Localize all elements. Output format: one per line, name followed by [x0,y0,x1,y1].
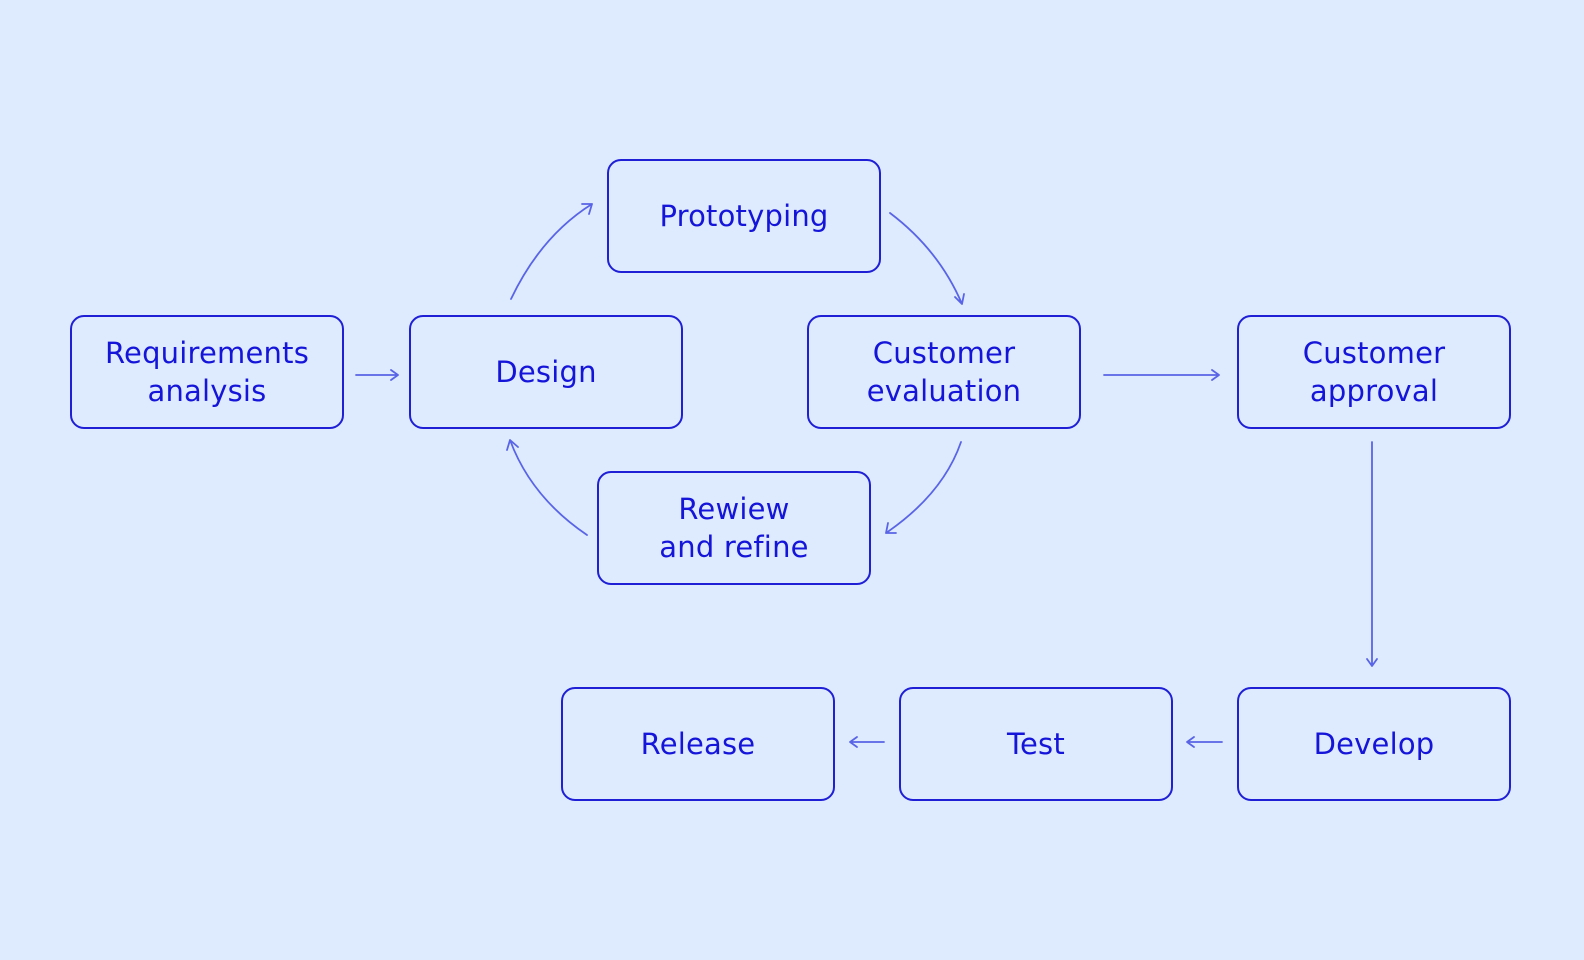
node-label: Customer approval [1302,336,1446,408]
arrow-review-to-design [506,439,588,536]
node-label: Develop [1313,727,1435,761]
node-label: Release [640,727,756,761]
arrow-test-to-release [849,736,885,748]
node-label: Customer evaluation [866,336,1022,408]
node-requirements-analysis: Requirements analysis [70,315,344,429]
node-label: Requirements analysis [104,336,309,408]
node-review-and-refine: Rewiew and refine [597,471,871,585]
arrow-approval-to-develop [1366,441,1378,667]
node-label: Design [495,355,597,389]
node-release: Release [561,687,835,801]
node-label: Prototyping [659,199,829,233]
node-label: Rewiew and refine [659,492,809,564]
arrow-develop-to-test [1186,736,1223,748]
node-design: Design [409,315,683,429]
node-customer-approval: Customer approval [1237,315,1511,429]
node-test: Test [899,687,1173,801]
node-prototyping: Prototyping [607,159,881,273]
arrow-design-to-prototyping [510,203,593,300]
node-label: Test [1007,727,1065,761]
node-customer-evaluation: Customer evaluation [807,315,1081,429]
arrow-requirements-to-design [355,369,399,381]
arrow-prototyping-to-evaluation [889,212,965,305]
node-develop: Develop [1237,687,1511,801]
arrow-evaluation-to-review [885,441,962,534]
arrow-evaluation-to-approval [1103,369,1220,381]
